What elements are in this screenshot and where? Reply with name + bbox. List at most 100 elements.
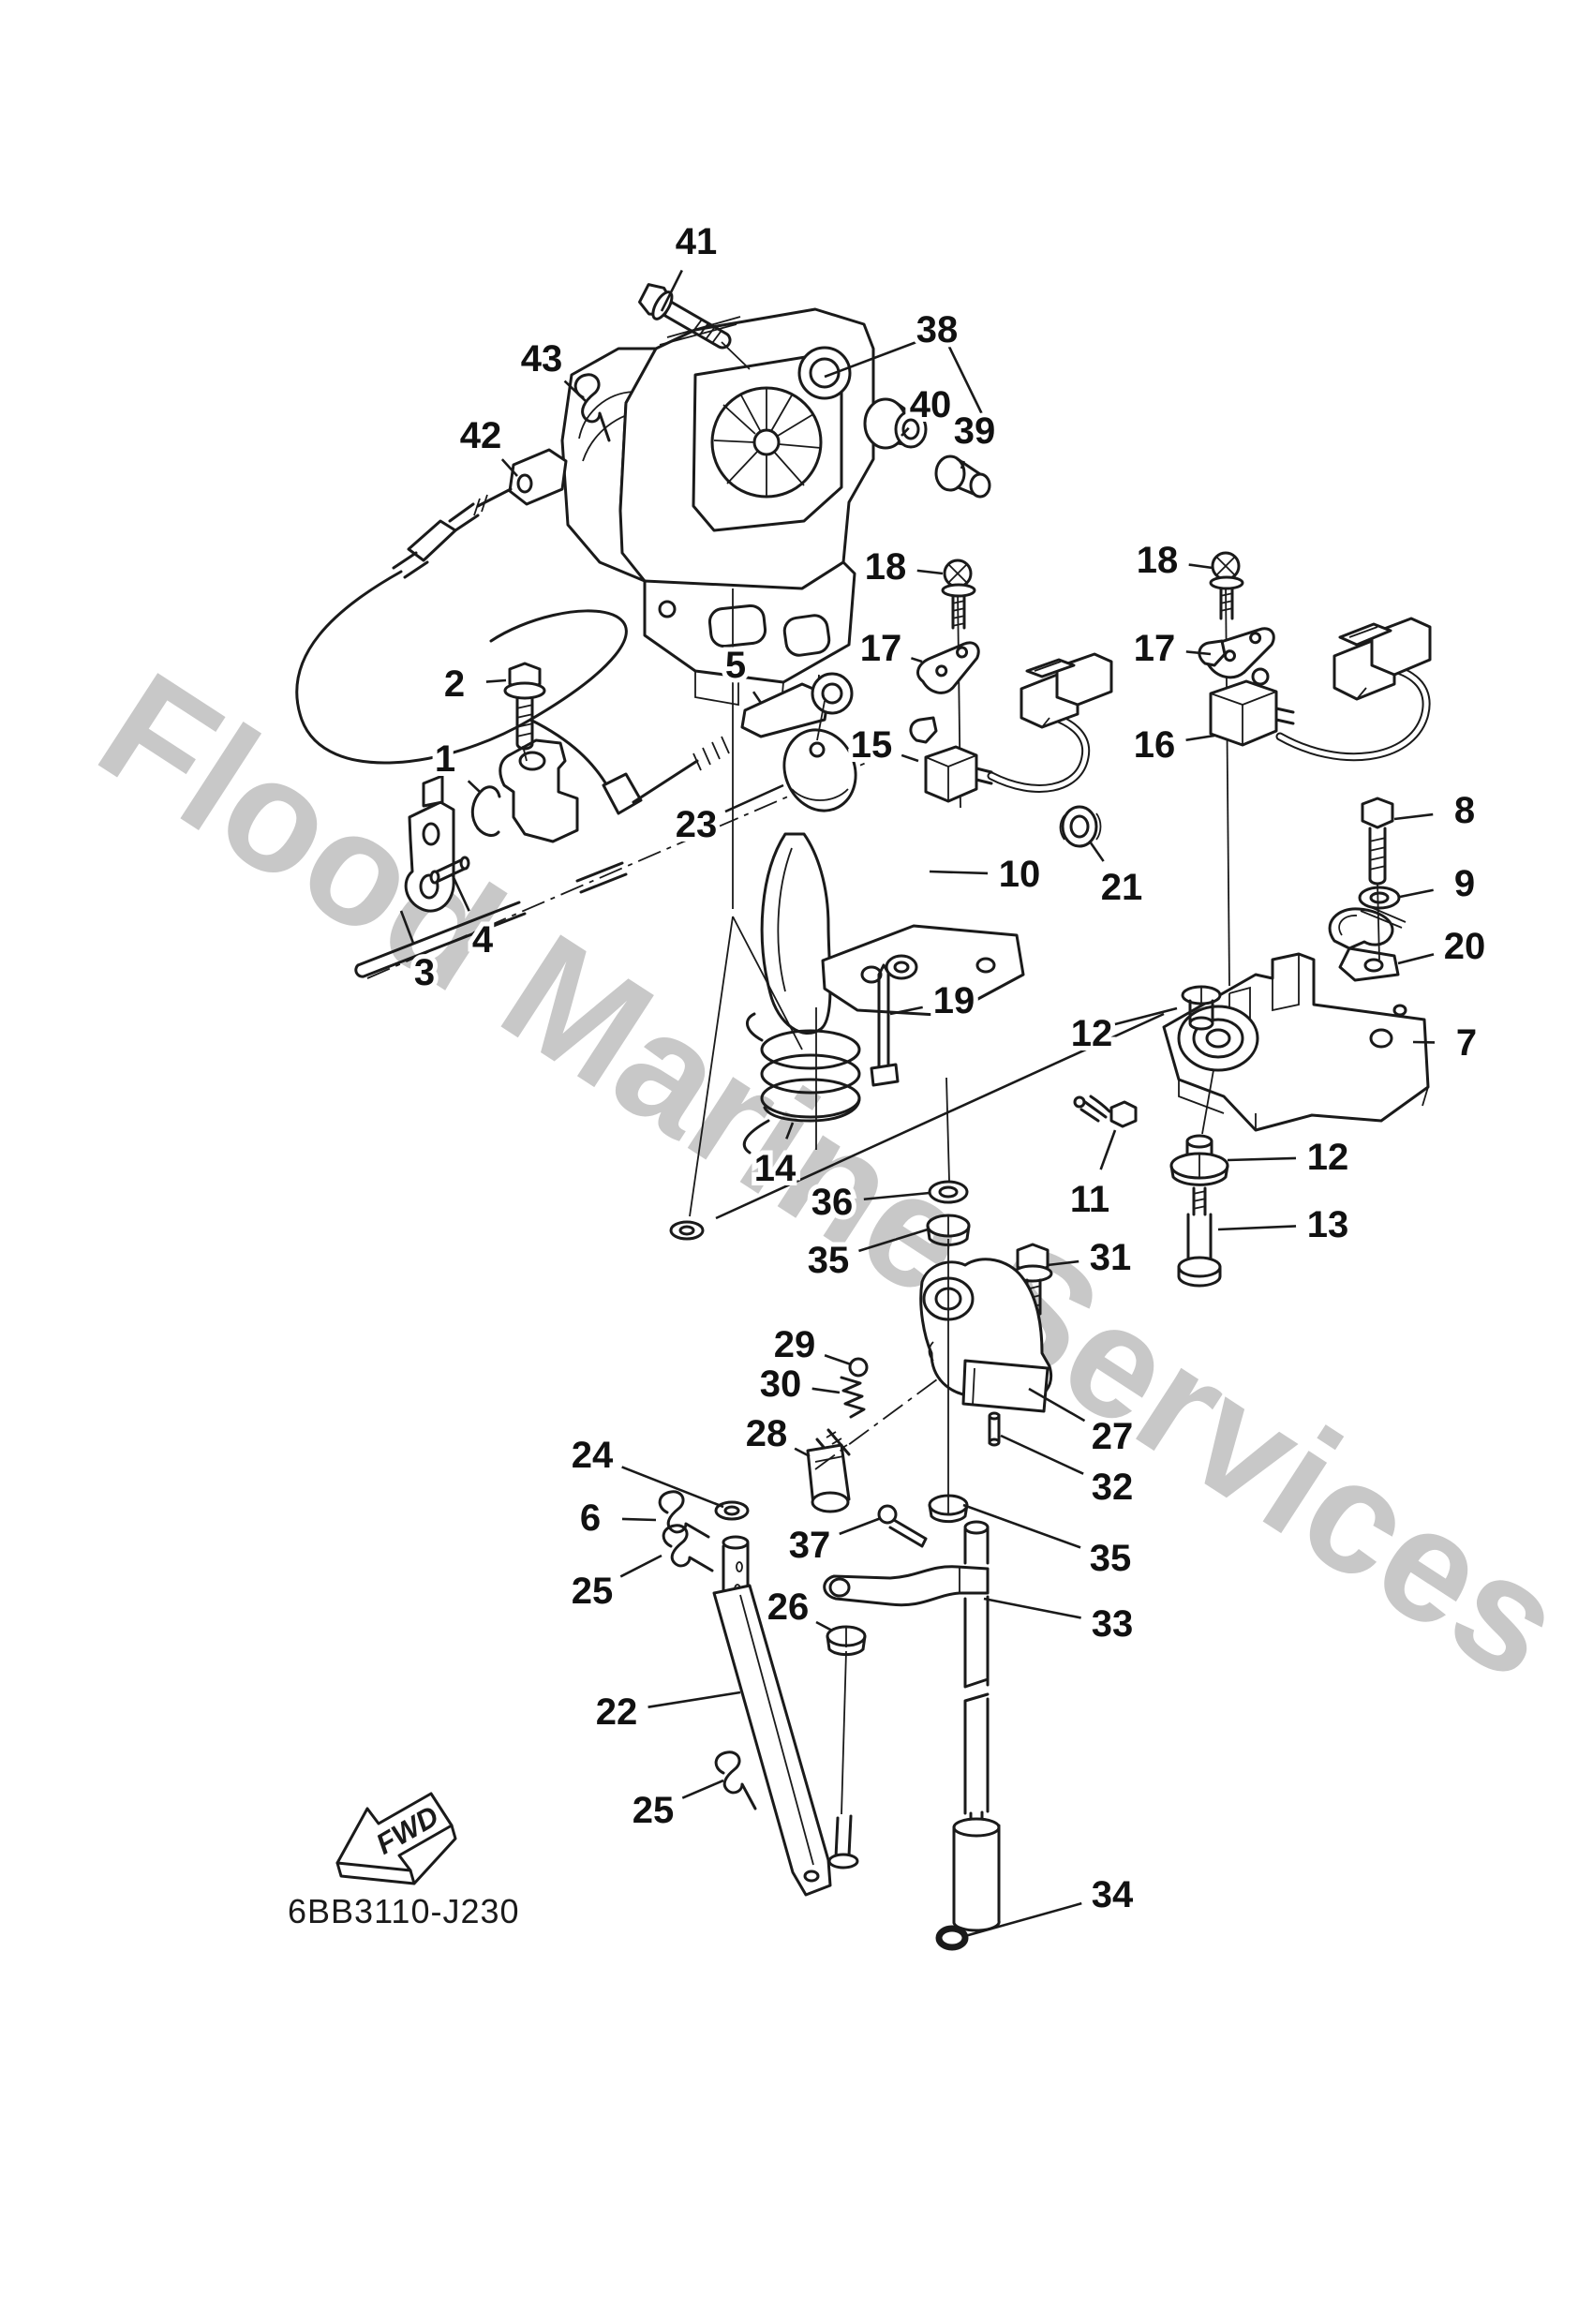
- leader-line-32: [1000, 1434, 1084, 1475]
- washer-24: [714, 1500, 750, 1521]
- leader-line-10: [929, 870, 989, 875]
- leader-line-13: [1217, 1225, 1297, 1231]
- diagram-part-code: 6BB3110-J230: [288, 1892, 520, 1930]
- leader-line-37: [839, 1516, 882, 1536]
- washer-12-left: [669, 1220, 705, 1241]
- bolt-13: [1177, 1186, 1222, 1288]
- leader-line-16: [1185, 734, 1215, 742]
- leader-line-5: [752, 691, 763, 704]
- callout-4: 4: [472, 919, 494, 961]
- callout-22: 22: [596, 1691, 638, 1733]
- callout-18: 18: [865, 546, 907, 588]
- nut-21: [1059, 805, 1102, 848]
- leader-line-41: [660, 269, 683, 312]
- pin-32: [988, 1411, 1001, 1447]
- callout-37: 37: [789, 1525, 831, 1566]
- switch-groups: [909, 551, 1432, 987]
- leader-line-15: [901, 753, 919, 763]
- callout-25: 25: [633, 1790, 675, 1831]
- bolt-8: [1361, 797, 1394, 886]
- fwd-arrow: FWD: [335, 1792, 457, 1885]
- leader-line-17: [911, 657, 923, 663]
- leader-line-12: [1227, 1156, 1297, 1162]
- rod-and-clamps: [354, 662, 893, 979]
- bushing-12-lower: [1169, 1134, 1229, 1186]
- screw-18-right: [1209, 551, 1244, 620]
- callout-19: 19: [933, 980, 975, 1021]
- leader-line-1: [467, 780, 481, 793]
- callout-23: 23: [676, 804, 718, 845]
- callout-7: 7: [1456, 1022, 1477, 1064]
- plate-17-left: [916, 641, 980, 694]
- grommet-40: [863, 397, 928, 450]
- callout-10: 10: [999, 854, 1041, 895]
- arm-27-group: [806, 1180, 1053, 1524]
- callout-14: 14: [754, 1148, 796, 1189]
- lever-33: [823, 1565, 990, 1607]
- pin-lower: [827, 1814, 859, 1870]
- leader-line-23: [724, 783, 784, 813]
- callout-20: 20: [1444, 926, 1486, 967]
- callout-42: 42: [460, 415, 502, 456]
- callout-41: 41: [676, 221, 718, 262]
- clip-25-upper: [662, 1524, 714, 1572]
- leader-line-34: [964, 1901, 1082, 1938]
- leader-line-3: [399, 910, 415, 944]
- bottom-shaft-group: [658, 1490, 1001, 1951]
- leader-line-35: [858, 1228, 929, 1253]
- leader-line-24: [621, 1466, 724, 1509]
- callout-26: 26: [767, 1587, 810, 1628]
- oring-34: [935, 1925, 969, 1951]
- leader-line-30: [811, 1387, 841, 1394]
- callout-39: 39: [954, 410, 996, 452]
- leader-line-38: [824, 337, 925, 379]
- leader-line-17: [1185, 650, 1212, 656]
- callout-34: 34: [1092, 1874, 1134, 1915]
- bushing-12-upper: [1181, 985, 1222, 1031]
- callout-32: 32: [1092, 1467, 1134, 1508]
- callout-24: 24: [572, 1435, 614, 1476]
- cotter-pin-37: [877, 1504, 928, 1548]
- callout-27: 27: [1092, 1416, 1134, 1457]
- callout-25: 25: [572, 1571, 614, 1612]
- callout-11: 11: [1070, 1179, 1109, 1220]
- bracket-3: [404, 774, 455, 913]
- washer-36: [928, 1180, 969, 1204]
- leader-line-22: [648, 1691, 741, 1708]
- leader-line-33: [983, 1597, 1081, 1619]
- leader-line-25: [681, 1779, 724, 1799]
- throttle-control-unit: [560, 307, 875, 707]
- nut-26: [826, 1625, 867, 1657]
- leader-line-21: [1088, 841, 1105, 862]
- callout-15: 15: [851, 724, 893, 766]
- callout-40: 40: [910, 384, 952, 425]
- leader-line-36: [863, 1191, 930, 1201]
- switch-15: [909, 716, 993, 803]
- leader-line-12: [1110, 1006, 1178, 1027]
- connector-plug-15: [1020, 652, 1113, 729]
- callout-28: 28: [746, 1413, 788, 1454]
- shaft-33: [952, 1520, 1001, 1932]
- leader-line-31: [1047, 1259, 1079, 1267]
- lever-10: [760, 832, 1025, 1035]
- callout-38: 38: [916, 309, 959, 350]
- leader-line-8: [1393, 812, 1434, 821]
- leader-line-39: [960, 460, 965, 469]
- switch-16: [1198, 639, 1295, 747]
- leader-line-18: [916, 569, 944, 575]
- leader-line-14: [785, 1122, 795, 1140]
- callout-6: 6: [580, 1497, 601, 1539]
- linkage-center: [669, 588, 1102, 1241]
- nut-35-lower: [928, 1494, 969, 1524]
- cam-23: [782, 700, 857, 812]
- callout-35: 35: [1090, 1538, 1132, 1579]
- spring-14: [742, 1007, 861, 1155]
- callout-43: 43: [521, 338, 563, 380]
- grease-screw-11: [1073, 1095, 1138, 1128]
- callout-12: 12: [1071, 1013, 1113, 1054]
- callout-21: 21: [1101, 867, 1143, 908]
- clip-6: [658, 1490, 710, 1539]
- leader-line-9: [1399, 888, 1434, 899]
